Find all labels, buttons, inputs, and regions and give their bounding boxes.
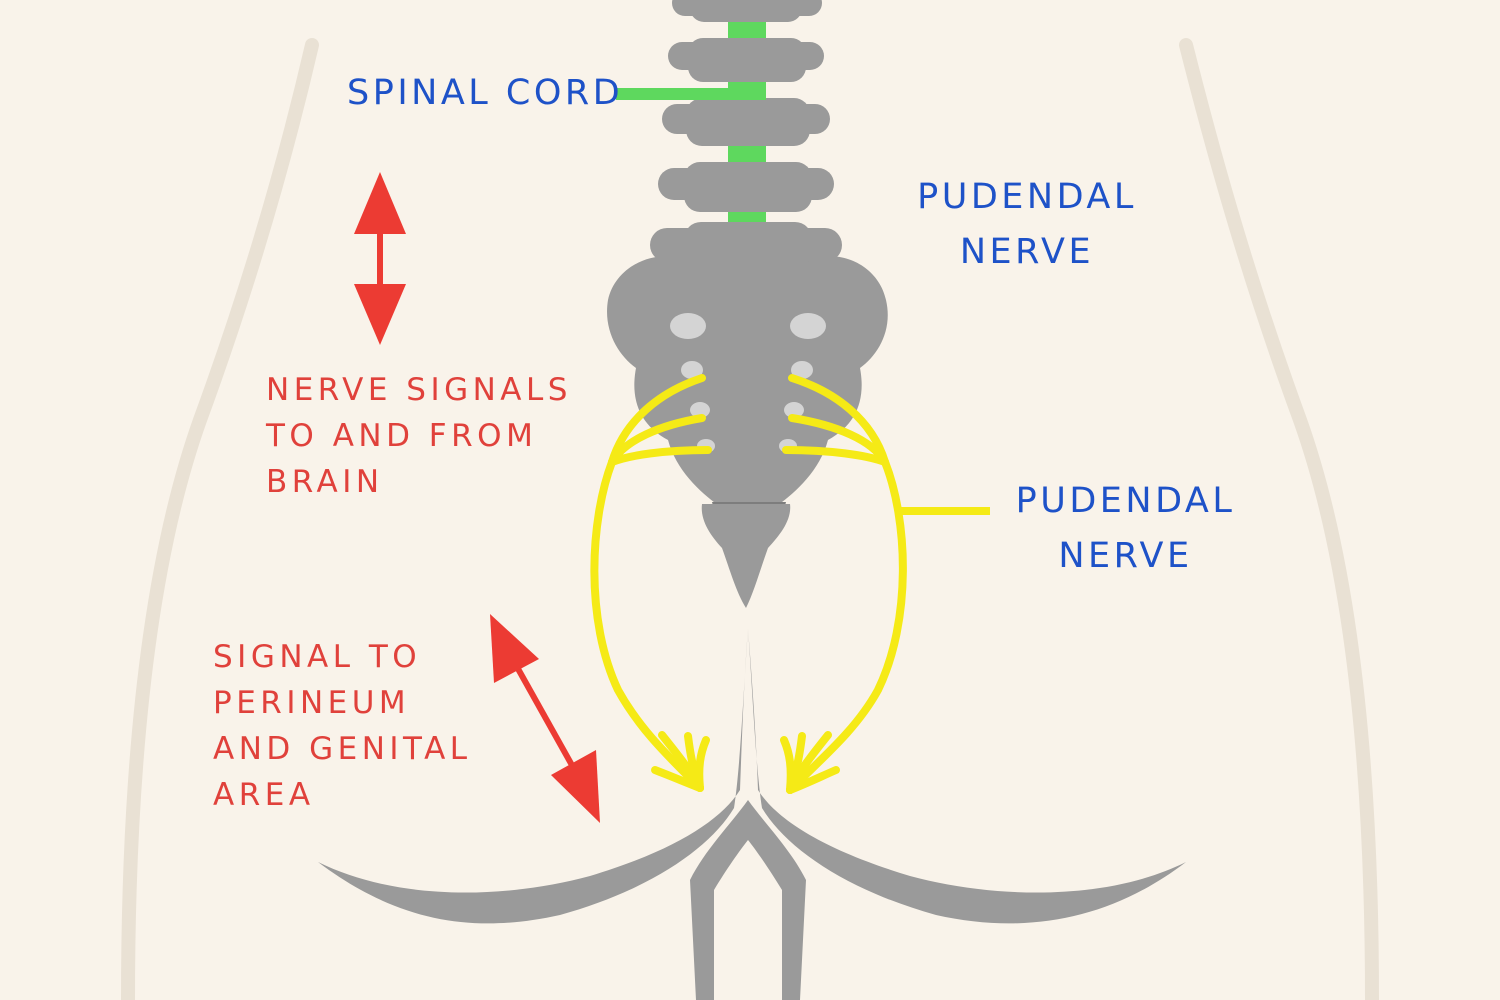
pudendal-nerve-label-side: PUDENDAL NERVE: [998, 474, 1253, 584]
signal-perineum-label-line-3: AND GENITAL: [213, 731, 472, 767]
pudendal-nerve-label-side-line-1: PUDENDAL: [1015, 481, 1236, 521]
signal-perineum-label-line-2: PERINEUM: [213, 685, 411, 721]
pudendal-nerve-label-upper-line-2: NERVE: [959, 232, 1095, 272]
pudendal-nerve-label-upper-line-1: PUDENDAL: [917, 177, 1137, 217]
signal-perineum-label-line-4: AREA: [213, 777, 315, 813]
nerve-signals-label-line-3: BRAIN: [266, 464, 384, 500]
double-headed-diagonal-arrow-icon: [490, 614, 600, 823]
body-outline: [121, 38, 1379, 1000]
nerve-signals-label-line-2: TO AND FROM: [266, 418, 538, 454]
coccyx: [701, 504, 791, 608]
pudendal-nerve-label-side-line-2: NERVE: [1058, 536, 1193, 576]
signal-perineum-label: SIGNAL TO PERINEUM AND GENITAL AREA: [213, 634, 472, 818]
pelvic-bone: [318, 628, 1186, 1000]
vertebrae: [650, 0, 842, 276]
pudendal-nerve-label-upper: PUDENDAL NERVE: [902, 170, 1152, 280]
nerve-signals-label-line-1: NERVE SIGNALS: [266, 372, 572, 408]
nerve-signals-label: NERVE SIGNALS TO AND FROM BRAIN: [266, 367, 572, 505]
pudendal-nerve-right: [780, 374, 907, 794]
pudendal-nerve-left: [590, 374, 712, 792]
signal-perineum-label-line-1: SIGNAL TO: [213, 639, 422, 675]
spinal-cord-label: SPINAL CORD: [347, 73, 624, 113]
double-headed-vertical-arrow-icon: [354, 172, 406, 345]
sacrum: [607, 256, 888, 518]
